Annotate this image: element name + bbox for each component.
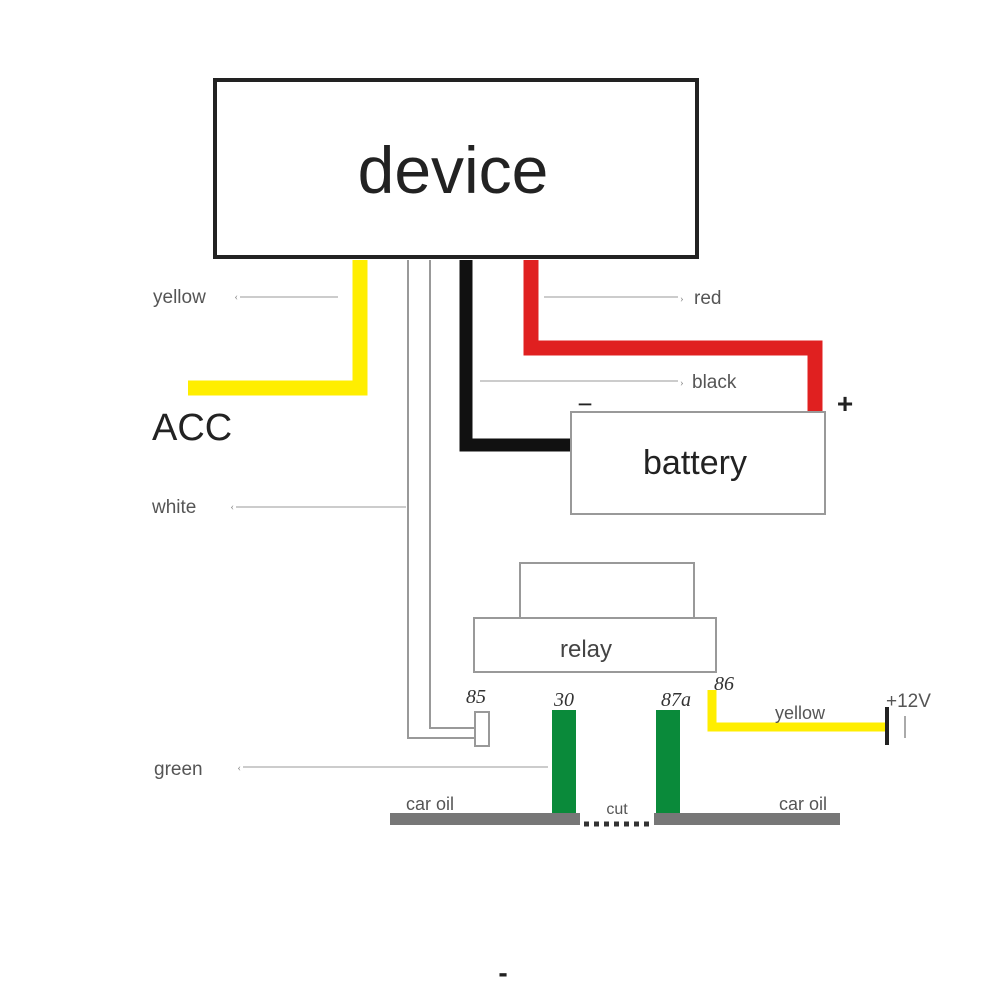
white-wire-outer (407, 260, 478, 739)
footer-mark: - (498, 957, 507, 988)
pin-85-connector (474, 711, 490, 747)
yellow-12v-wire (707, 690, 887, 732)
red-wire-label: red (694, 288, 721, 309)
arrowhead-icon: ‹ (237, 762, 241, 774)
pin-30-label: 30 (553, 689, 574, 711)
relay-box (473, 617, 717, 673)
yellow-wire-label: yellow (153, 287, 206, 308)
white-wire-inner (429, 260, 478, 729)
arrowhead-icon: ‹ (234, 291, 238, 303)
car-oil-right-label: car oil (779, 794, 827, 814)
green-wire-30 (552, 710, 576, 816)
pin-87a-label: 87a (661, 689, 691, 711)
green-wire-label: green (154, 759, 203, 780)
red-wire (523, 260, 823, 412)
white-wire-label: white (151, 497, 196, 518)
arrowhead-icon: › (680, 377, 684, 389)
battery-box (570, 411, 826, 515)
acc-label: ACC (152, 407, 232, 449)
relay-label: relay (560, 636, 612, 663)
arrowhead-icon: › (680, 293, 684, 305)
oil-line-left (390, 813, 580, 825)
yellow-right-label: yellow (775, 703, 826, 723)
relay-top-box (519, 562, 695, 624)
device-label: device (358, 133, 549, 207)
supply-12v-label: +12V (886, 691, 931, 712)
battery-minus-label: − (577, 389, 592, 419)
green-wire-87a (656, 710, 680, 816)
car-oil-left-label: car oil (406, 794, 454, 814)
device-box (213, 78, 699, 259)
oil-line-right (654, 813, 840, 825)
cut-label: cut (606, 801, 628, 818)
yellow-acc-wire (188, 260, 368, 396)
battery-plus-label: + (837, 388, 853, 419)
black-wire-label: black (692, 372, 737, 393)
battery-label: battery (643, 444, 747, 482)
pin-85-label: 85 (466, 686, 486, 708)
arrowhead-icon: ‹ (230, 501, 234, 513)
pin-86-label: 86 (714, 673, 734, 695)
black-wire (459, 260, 572, 452)
